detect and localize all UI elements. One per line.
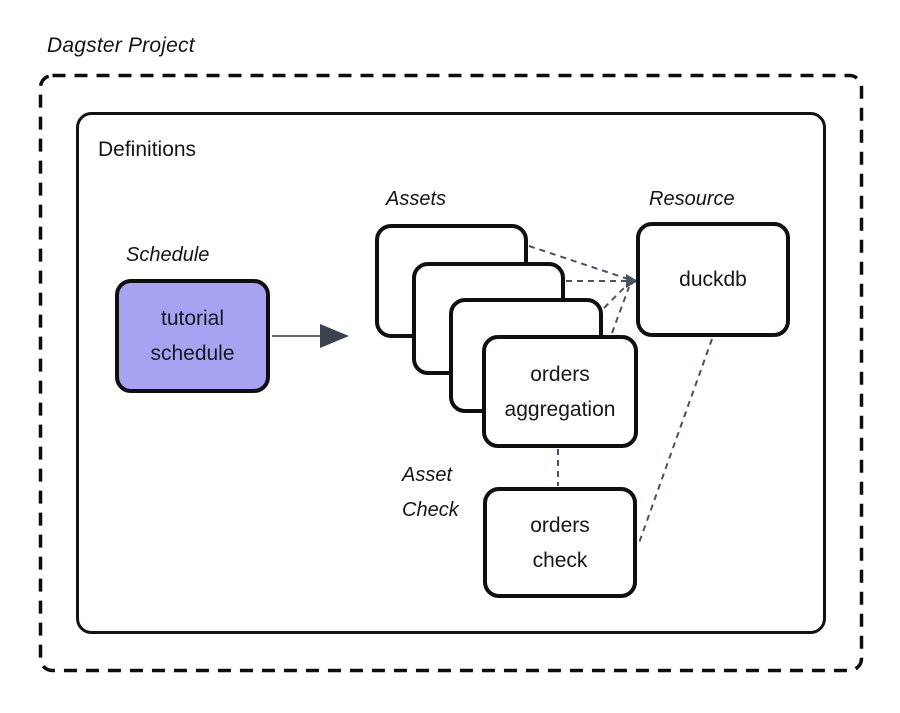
schedule-section-label: Schedule xyxy=(126,244,210,266)
schedule-to-assets-arrow-head xyxy=(320,324,349,348)
orders-check-node-label-line2: check xyxy=(532,548,588,572)
duckdb-node-label: duckdb xyxy=(679,268,747,291)
orders-check-node: orders check xyxy=(483,487,637,598)
tutorial-schedule-node-label-line1: tutorial xyxy=(160,307,225,330)
assets-section-label: Assets xyxy=(386,188,447,210)
page-title: Dagster Project xyxy=(47,34,195,57)
asset-check-section-label-line2: Check xyxy=(402,499,459,521)
asset4-to-duckdb-connector xyxy=(611,286,630,334)
orders-aggregation-node: orders aggregation xyxy=(482,335,638,448)
asset3-to-duckdb-connector xyxy=(603,283,629,309)
resource-section-label: Resource xyxy=(649,188,735,210)
orders-aggregation-node-label-line1: orders xyxy=(530,362,590,386)
orders-aggregation-node-label-line2: aggregation xyxy=(504,397,616,421)
asset-check-section-label-line1: Asset xyxy=(402,464,453,486)
asset-check-section-label: Asset Check xyxy=(402,458,459,528)
definitions-label: Definitions xyxy=(98,138,197,161)
tutorial-schedule-node: tutorial schedule xyxy=(115,279,270,393)
duckdb-node: duckdb xyxy=(636,222,790,337)
duckdb-to-check-connector xyxy=(638,338,713,544)
orders-check-node-label-line1: orders xyxy=(530,513,590,537)
tutorial-schedule-node-label-line2: schedule xyxy=(150,342,235,365)
